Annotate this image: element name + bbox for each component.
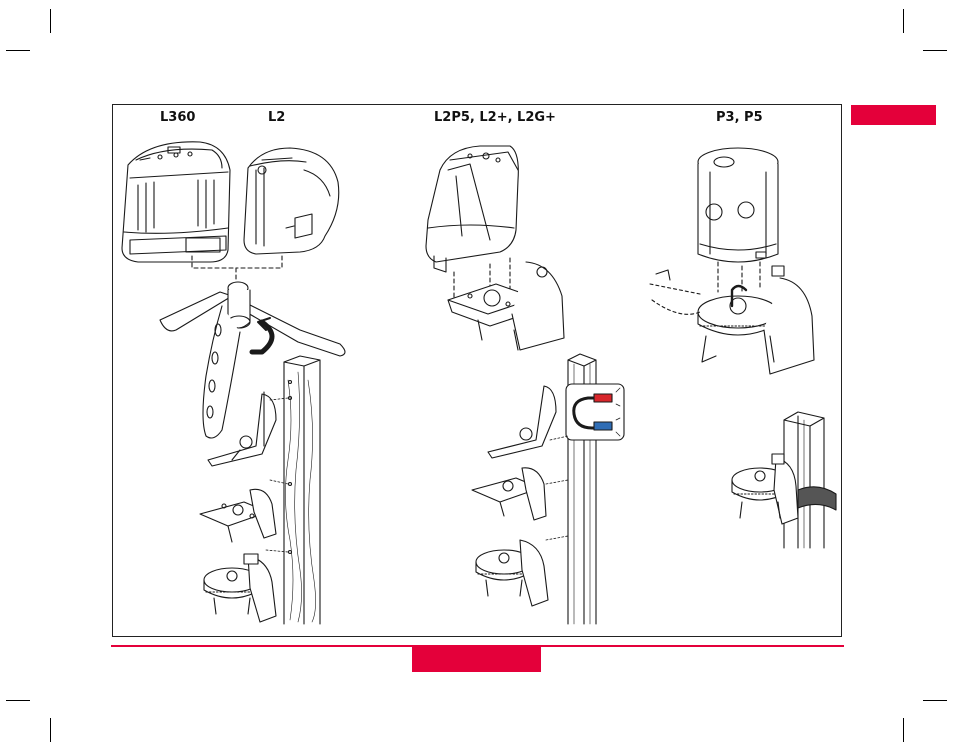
rotary-base-metal	[476, 540, 548, 606]
l2p5-base-bracket	[448, 262, 564, 350]
l360-laser-device	[122, 142, 230, 262]
wall-bracket-l-metal	[488, 386, 556, 458]
adapter-plate-metal	[472, 468, 546, 520]
l2p5-laser-device	[426, 146, 518, 272]
rotary-base-wood	[204, 554, 276, 622]
p3p5-laser-device	[698, 148, 778, 262]
wooden-post	[284, 356, 320, 624]
adapter-plate-wood	[200, 489, 276, 542]
p3p5-rotary-base	[650, 266, 814, 374]
rotary-base-right	[732, 454, 798, 524]
l2-laser-device	[244, 148, 339, 254]
strap-icon	[798, 487, 836, 510]
magnet-icon	[566, 384, 624, 440]
